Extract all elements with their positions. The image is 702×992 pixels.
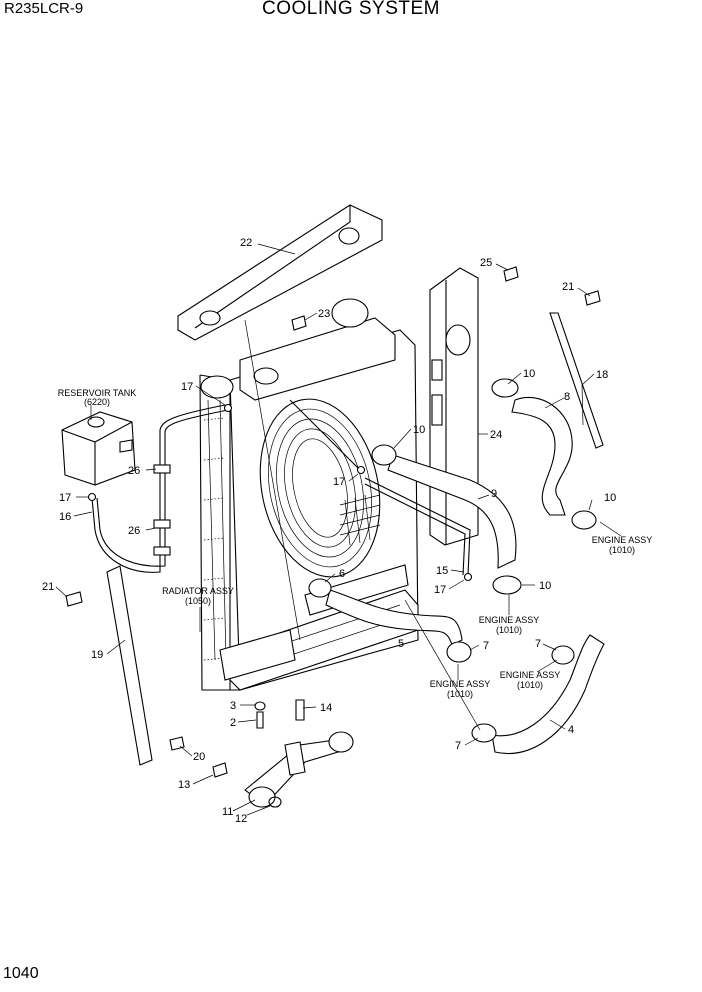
label-engine-assy-2: ENGINE ASSY: [479, 615, 540, 625]
callout-26-upper: 26: [128, 465, 140, 477]
label-engine-assy-4-ref: (1010): [447, 689, 473, 699]
clip-26-mid: [153, 519, 171, 529]
callout-17-left: 17: [59, 492, 71, 504]
callout-23: 23: [318, 308, 330, 320]
callout-21-upper: 21: [562, 281, 574, 293]
part-16-hose: [91, 404, 226, 573]
label-engine-assy-2-ref: (1010): [496, 625, 522, 635]
callout-16: 16: [59, 511, 71, 523]
fan-shroud: [259, 398, 381, 578]
callout-13: 13: [178, 779, 190, 791]
bolts: [65, 266, 601, 778]
callout-7-lower: 7: [455, 740, 461, 752]
callout-20: 20: [193, 751, 205, 763]
label-engine-assy-4: ENGINE ASSY: [430, 679, 491, 689]
callout-19: 19: [91, 649, 103, 661]
callout-11: 11: [222, 806, 233, 818]
callout-7-right: 7: [535, 638, 541, 650]
callout-9: 9: [491, 488, 497, 500]
callout-10-lower: 10: [539, 580, 551, 592]
callout-10-upper: 10: [523, 368, 535, 380]
callout-2: 2: [230, 717, 236, 729]
label-radiator-assy: RADIATOR ASSY: [162, 586, 234, 596]
clip-26-lower: [153, 546, 171, 556]
clip-26-upper: [153, 464, 171, 474]
part-4-hose: [491, 634, 605, 754]
callout-17-lower: 17: [434, 584, 446, 596]
callout-18: 18: [596, 369, 608, 381]
callout-15: 15: [436, 565, 448, 577]
label-engine-assy-3: ENGINE ASSY: [500, 670, 561, 680]
callout-5: 5: [398, 638, 404, 650]
label-engine-assy-1-ref: (1010): [609, 545, 635, 555]
part-11-outlet-pipe: [244, 731, 354, 808]
page-number: 1040: [3, 965, 39, 982]
callout-14: 14: [320, 702, 332, 714]
callout-21-left: 21: [42, 581, 54, 593]
part-22-top-plate: [177, 204, 383, 341]
callout-17-upper: 17: [181, 381, 193, 393]
callout-24: 24: [490, 429, 502, 441]
part-19-stay-rod: [106, 565, 153, 766]
callout-6: 6: [339, 568, 345, 580]
callout-22: 22: [240, 237, 252, 249]
reservoir-tank: [61, 411, 136, 486]
model-code: R235LCR-9: [4, 0, 84, 17]
callout-3: 3: [230, 700, 236, 712]
label-reservoir-tank-ref: (6220): [84, 397, 110, 407]
page-title: COOLING SYSTEM: [261, 0, 441, 19]
label-radiator-assy-ref: (1050): [185, 596, 211, 606]
part-18-stay-rod: [549, 312, 604, 449]
callout-10-right: 10: [604, 492, 616, 504]
part-15-pipe: [364, 477, 471, 576]
callout-numbers: 22 23 25 21 18 10 8 17 10 24 26 17 9 10 …: [42, 237, 616, 825]
part-8-hose: [511, 396, 573, 516]
callout-4: 4: [568, 724, 574, 736]
callout-12: 12: [235, 813, 247, 825]
callout-7-mid: 7: [483, 640, 489, 652]
part-9-hose: [387, 454, 517, 569]
callout-26-lower: 26: [128, 525, 140, 537]
callout-10-mid: 10: [413, 424, 425, 436]
callout-17-center: 17: [333, 476, 345, 488]
label-reservoir-tank: RESERVOIR TANK: [58, 388, 137, 398]
leader-lines: [55, 243, 622, 816]
part-24-side-bracket: [429, 267, 479, 546]
reference-labels: RESERVOIR TANK (6220) RADIATOR ASSY (105…: [58, 388, 653, 699]
callout-25: 25: [480, 257, 492, 269]
callout-8: 8: [564, 391, 570, 403]
hose-clamps: [308, 378, 597, 743]
label-engine-assy-3-ref: (1010): [517, 680, 543, 690]
label-engine-assy-1: ENGINE ASSY: [592, 535, 653, 545]
